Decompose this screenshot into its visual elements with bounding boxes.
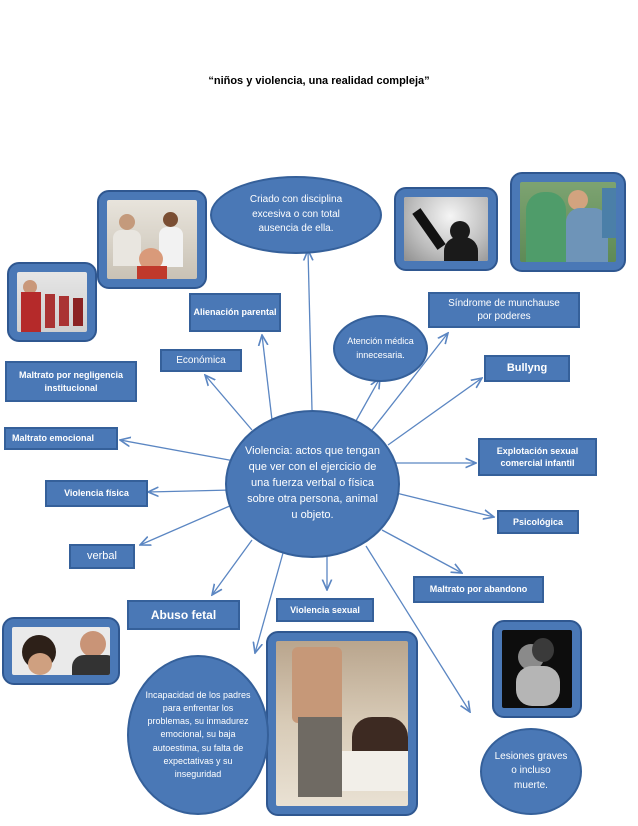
node-criado: Criado con disciplina excesiva o con tot…: [210, 176, 382, 254]
node-munchausen-text: Síndrome de munchause por poderes: [448, 297, 560, 323]
node-alienacion-text: Alienación parental: [193, 307, 277, 318]
photo-school-children: [7, 262, 97, 342]
arrow-maltrato-emocional: [120, 440, 241, 463]
node-psicologica-text: Psicológica: [512, 516, 564, 527]
node-maltrato-abandono: Maltrato por abandono: [413, 576, 544, 603]
arrow-incapacidad: [255, 552, 284, 653]
arrow-psicologica: [391, 491, 494, 517]
photo-abuse-scene: [266, 631, 418, 816]
arrow-alienacion: [262, 335, 273, 421]
node-alienacion: Alienación parental: [189, 293, 281, 332]
arrow-munchausen: [371, 333, 448, 431]
node-munchausen: Síndrome de munchause por poderes: [428, 292, 580, 328]
node-maltrato-negligencia-text: Maltrato por negligencia institucional: [18, 370, 123, 393]
node-bullyng-text: Bullyng: [506, 362, 548, 375]
node-explotacion: Explotación sexual comercial infantil: [478, 438, 597, 476]
node-incapacidad: Incapacidad de los padres para enfrentar…: [127, 655, 269, 815]
node-maltrato-emocional-text: Maltrato emocional: [12, 433, 95, 444]
photo-crouching-child: [492, 620, 582, 718]
node-verbal-text: verbal: [87, 550, 117, 563]
node-violencia-sexual-text: Violencia sexual: [290, 604, 360, 615]
node-lesiones-text: Lesiones graves o incluso muerte.: [494, 750, 568, 791]
node-economica: Económica: [160, 349, 242, 372]
node-psicologica: Psicológica: [497, 510, 579, 534]
photo-bullying-kids: [510, 172, 626, 272]
arrow-violencia-fisica: [148, 490, 233, 492]
node-lesiones: Lesiones graves o incluso muerte.: [480, 728, 582, 815]
center-definition: Violencia: actos que tengan que ver con …: [225, 410, 400, 558]
node-abuso-fetal: Abuso fetal: [127, 600, 240, 630]
arrow-criado: [308, 250, 312, 411]
photo-family-argument: [97, 190, 207, 289]
node-incapacidad-text: Incapacidad de los padres para enfrentar…: [145, 690, 251, 779]
node-violencia-sexual: Violencia sexual: [276, 598, 374, 622]
node-maltrato-emocional: Maltrato emocional: [4, 427, 118, 450]
arrow-abuso-fetal: [212, 539, 253, 595]
page-title: “niños y violencia, una realidad complej…: [208, 75, 430, 87]
node-atencion-text: Atención médica innecesaria.: [347, 336, 414, 360]
node-violencia-fisica-text: Violencia física: [64, 488, 129, 499]
photo-yelling-man: [2, 617, 120, 685]
node-atencion: Atención médica innecesaria.: [333, 315, 428, 382]
node-maltrato-abandono-text: Maltrato por abandono: [429, 584, 528, 595]
node-criado-text: Criado con disciplina excesiva o con tot…: [249, 194, 343, 235]
arrow-lesiones: [365, 545, 470, 712]
node-bullyng: Bullyng: [484, 355, 570, 382]
node-economica-text: Económica: [176, 354, 226, 366]
node-violencia-fisica: Violencia física: [45, 480, 148, 507]
arrow-verbal: [140, 504, 233, 545]
center-definition-text: Violencia: actos que tengan que ver con …: [245, 445, 380, 521]
node-maltrato-negligencia: Maltrato por negligencia institucional: [5, 361, 137, 402]
node-verbal: verbal: [69, 544, 135, 569]
node-abuso-fetal-text: Abuso fetal: [150, 607, 217, 622]
node-explotacion-text: Explotación sexual comercial infantil: [496, 445, 579, 468]
photo-boy-shadow: [394, 187, 498, 271]
arrow-maltrato-abandono: [381, 529, 462, 573]
arrow-bullyng: [387, 378, 482, 446]
arrow-economica: [205, 375, 253, 431]
